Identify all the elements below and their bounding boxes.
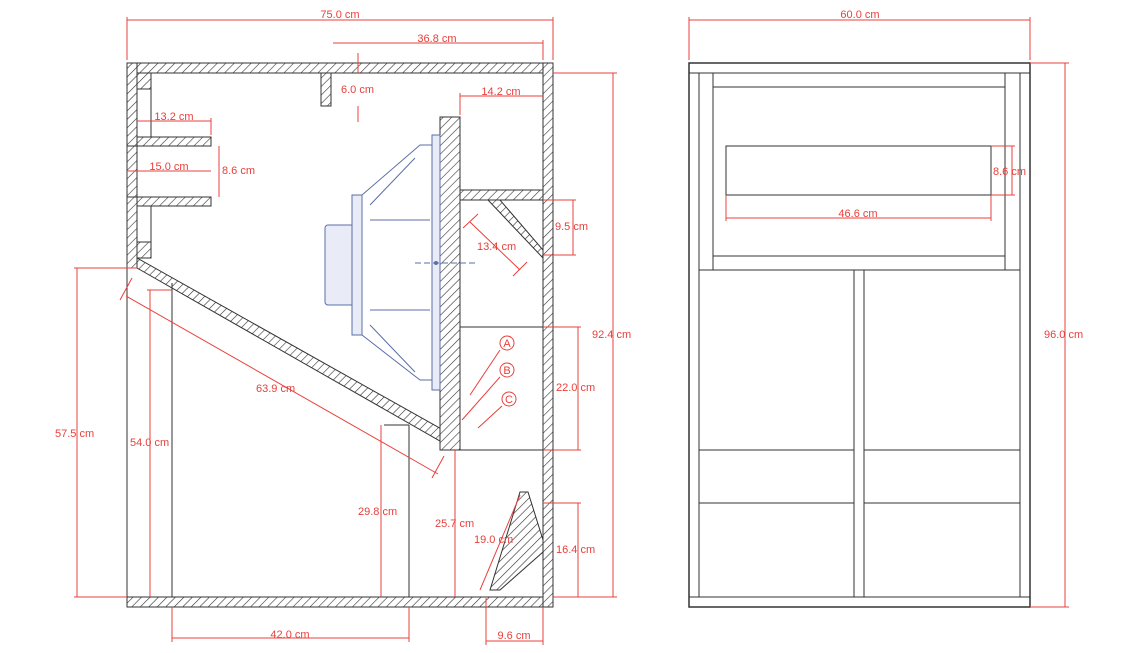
marker-b: B xyxy=(461,362,515,421)
svg-text:42.0 cm: 42.0 cm xyxy=(270,629,309,641)
dim-baffle-drop: 6.0 cm xyxy=(341,53,374,122)
port-lower-wall xyxy=(136,196,212,207)
svg-text:13.4 cm: 13.4 cm xyxy=(477,241,516,253)
bottom-wall xyxy=(126,596,554,608)
dim-width-top: 75.0 cm xyxy=(126,9,554,60)
dim-slope-len: 63.9 cm xyxy=(119,277,445,479)
port-upper-wall xyxy=(136,136,212,147)
dim-front-height: 96.0 cm xyxy=(1030,62,1083,608)
svg-text:8.6 cm: 8.6 cm xyxy=(993,166,1026,178)
lower-vent-diagonal xyxy=(489,491,544,591)
svg-text:92.4 cm: 92.4 cm xyxy=(592,329,631,341)
svg-text:25.7 cm: 25.7 cm xyxy=(435,518,474,530)
dim-baffle-offset: 14.2 cm xyxy=(459,86,543,115)
svg-text:9.5 cm: 9.5 cm xyxy=(555,221,588,233)
svg-text:15.0 cm: 15.0 cm xyxy=(149,161,188,173)
front-view: 60.0 cm 96.0 cm 46.6 cm 8.6 cm xyxy=(688,9,1083,608)
svg-text:63.9 cm: 63.9 cm xyxy=(256,383,295,395)
svg-text:19.0 cm: 19.0 cm xyxy=(474,534,513,546)
dim-front-width: 60.0 cm xyxy=(688,9,1031,60)
svg-text:6.0 cm: 6.0 cm xyxy=(341,84,374,96)
dim-slot-width: 46.6 cm xyxy=(725,195,992,221)
driver-icon xyxy=(324,134,478,391)
dim-bottom-gap: 9.6 cm xyxy=(485,598,544,645)
port-cap-bottom xyxy=(136,241,152,259)
dim-inner-height: 54.0 cm xyxy=(130,289,172,597)
front-outline xyxy=(688,62,1031,608)
dim-port-length: 15.0 cm xyxy=(127,161,211,173)
upper-compartment xyxy=(698,72,1021,271)
port-cap-top xyxy=(136,72,152,90)
dim-internal-top: 36.8 cm xyxy=(333,33,544,60)
dim-deflector-height: 9.5 cm xyxy=(543,199,588,256)
dim-divider-height: 29.8 cm xyxy=(358,425,397,597)
svg-text:54.0 cm: 54.0 cm xyxy=(130,437,169,449)
port-slot xyxy=(725,145,992,196)
svg-text:9.6 cm: 9.6 cm xyxy=(497,630,530,642)
svg-text:A: A xyxy=(503,338,511,350)
svg-text:13.2 cm: 13.2 cm xyxy=(154,111,193,123)
svg-text:C: C xyxy=(505,394,513,406)
svg-text:57.5 cm: 57.5 cm xyxy=(55,428,94,440)
dim-deflector-len: 13.4 cm xyxy=(462,213,528,277)
dim-chamber-height: 25.7 cm xyxy=(435,450,474,597)
driver-baffle xyxy=(439,116,461,451)
top-wall xyxy=(126,62,554,74)
top-baffle-stub xyxy=(320,72,332,107)
svg-text:96.0 cm: 96.0 cm xyxy=(1044,329,1083,341)
deflector xyxy=(486,199,544,260)
side-view: A B C 75.0 cm 36.8 cm 6.0 cm xyxy=(55,9,631,645)
marker-c: C xyxy=(477,391,517,429)
svg-text:8.6 cm: 8.6 cm xyxy=(222,165,255,177)
svg-text:16.4 cm: 16.4 cm xyxy=(556,544,595,556)
dim-vent-height: 22.0 cm xyxy=(543,326,595,451)
svg-text:36.8 cm: 36.8 cm xyxy=(417,33,456,45)
dim-slot-height: 8.6 cm xyxy=(991,145,1026,196)
svg-text:29.8 cm: 29.8 cm xyxy=(358,506,397,518)
dim-left-height: 57.5 cm xyxy=(55,267,137,598)
dim-total-height: 92.4 cm xyxy=(553,72,631,598)
marker-a: A xyxy=(469,335,515,396)
svg-text:14.2 cm: 14.2 cm xyxy=(481,86,520,98)
dim-port-depth: 13.2 cm xyxy=(137,111,212,135)
dim-bottom-width: 42.0 cm xyxy=(171,607,410,642)
left-wall-upper xyxy=(126,62,138,269)
sloped-panel xyxy=(136,257,453,446)
svg-text:46.6 cm: 46.6 cm xyxy=(838,208,877,220)
svg-text:75.0 cm: 75.0 cm xyxy=(320,9,359,21)
svg-text:B: B xyxy=(503,365,510,377)
svg-text:60.0 cm: 60.0 cm xyxy=(840,9,879,21)
chamber-shelf xyxy=(459,189,544,201)
dim-vent-low: 16.4 cm xyxy=(543,502,595,597)
svg-text:22.0 cm: 22.0 cm xyxy=(556,382,595,394)
dim-port-height: 8.6 cm xyxy=(218,146,255,197)
dim-diag-len: 19.0 cm xyxy=(474,494,521,591)
right-wall xyxy=(542,62,554,608)
